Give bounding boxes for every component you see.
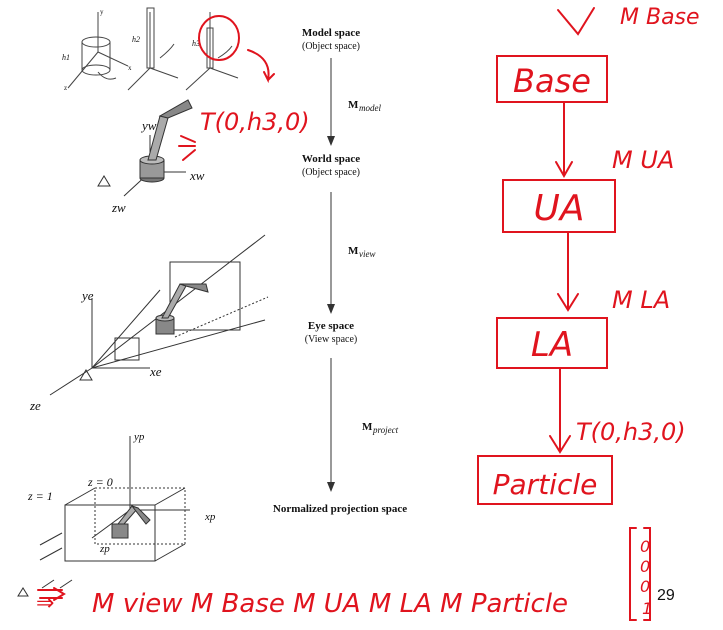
ink-formula-arrow: ⇒ bbox=[36, 591, 54, 616]
vector-entry-3: 1 bbox=[642, 599, 652, 618]
axis-label-yp: yp bbox=[133, 431, 145, 443]
axis-label-xp: xp bbox=[204, 511, 216, 523]
axis-label-yw: yw bbox=[140, 118, 157, 133]
eye-origin-marker bbox=[79, 369, 93, 381]
axis-label-z: z bbox=[64, 84, 67, 92]
ink-annotations bbox=[37, 7, 651, 621]
node-la: LA bbox=[531, 325, 573, 365]
transform-project-base: M bbox=[362, 421, 373, 433]
axis-label-h3: h3 bbox=[192, 39, 200, 48]
ink-m-ua: M UA bbox=[612, 146, 674, 174]
ink-m-base-top: M Base bbox=[620, 5, 700, 30]
axis-label-zp: zp bbox=[99, 543, 110, 555]
axis-label-h2: h2 bbox=[132, 35, 140, 44]
arrow-project-head bbox=[327, 482, 335, 492]
transform-model-sub: model bbox=[359, 103, 381, 113]
vector-entry-2: 0 bbox=[640, 577, 650, 596]
projection-box bbox=[39, 436, 190, 589]
projection-space-title: Normalized projection space bbox=[273, 503, 407, 515]
axis-label-z0: z = 0 bbox=[87, 475, 113, 489]
ink-formula: M view M Base M UA M LA M Particle bbox=[92, 589, 568, 619]
vector-entry-0: 0 bbox=[640, 537, 650, 556]
ink-m-la: M LA bbox=[612, 286, 670, 314]
projection-origin-marker bbox=[17, 587, 29, 597]
axis-label-ye: ye bbox=[80, 288, 94, 303]
node-ua: UA bbox=[534, 188, 585, 229]
model-space-figure-h1 bbox=[67, 12, 129, 89]
ink-translate-mid: T(0,h3,0) bbox=[576, 418, 686, 446]
axis-label-xw: xw bbox=[189, 168, 205, 183]
transform-project-sub: project bbox=[372, 425, 399, 435]
world-space-robot bbox=[123, 99, 193, 197]
world-space-title: World space bbox=[302, 153, 360, 165]
arrow-view-head bbox=[327, 304, 335, 314]
world-space-subtitle: (Object space) bbox=[302, 167, 360, 178]
vector-entry-1: 0 bbox=[640, 557, 650, 576]
axis-label-x: x bbox=[128, 64, 132, 72]
model-space-figure-h3 bbox=[185, 12, 239, 91]
node-particle: Particle bbox=[493, 468, 598, 501]
axis-label-h1: h1 bbox=[62, 53, 70, 62]
transform-model-base: M bbox=[348, 99, 359, 111]
arrow-model-head bbox=[327, 136, 335, 146]
eye-space-frustum bbox=[49, 234, 269, 396]
axis-label-ze: ze bbox=[29, 398, 41, 413]
axis-label-zw: zw bbox=[111, 200, 126, 215]
model-space-title: Model space bbox=[302, 27, 360, 39]
axis-label-z1: z = 1 bbox=[27, 489, 53, 503]
world-origin-marker bbox=[97, 175, 111, 187]
eye-space-subtitle: (View space) bbox=[305, 334, 357, 345]
axis-label-xe: xe bbox=[149, 364, 162, 379]
page-number: 29 bbox=[657, 587, 675, 604]
transform-view-base: M bbox=[348, 245, 359, 257]
transform-view-sub: view bbox=[359, 249, 376, 259]
projection-robot bbox=[111, 505, 151, 539]
axis-label-y: y bbox=[100, 8, 104, 16]
eye-space-title: Eye space bbox=[308, 320, 354, 332]
model-space-figure-h2 bbox=[127, 7, 179, 91]
model-space-subtitle: (Object space) bbox=[302, 41, 360, 52]
node-base: Base bbox=[513, 62, 591, 100]
eye-space-robot bbox=[155, 283, 209, 335]
ink-translate-top: T(0,h3,0) bbox=[200, 108, 310, 136]
